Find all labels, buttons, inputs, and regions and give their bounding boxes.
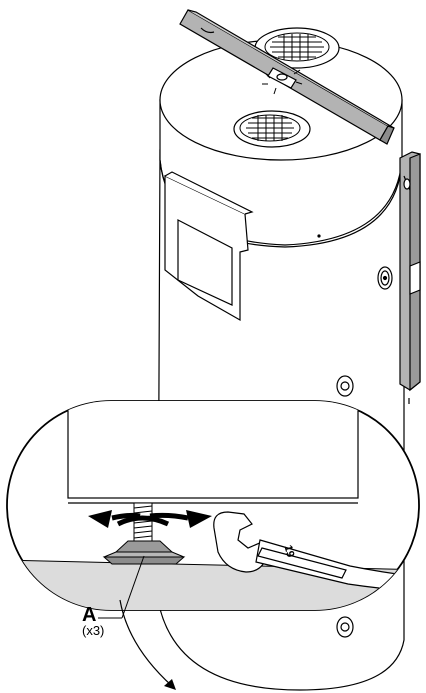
open-end-wrench-icon: 19 <box>213 511 419 593</box>
rim-screw <box>317 234 321 238</box>
side-connector <box>377 266 393 290</box>
spirit-level-vertical-icon <box>399 151 421 404</box>
front-bracket <box>164 171 254 322</box>
air-grille-icon <box>254 27 340 69</box>
wrench-size-marking: 19 <box>281 544 296 559</box>
air-grille-icon <box>233 110 311 148</box>
callout-quantity: (x3) <box>82 623 105 638</box>
zoom-detail: 19 <box>6 400 420 611</box>
callout-label-a: A <box>82 604 97 626</box>
pipe-fitting <box>336 375 354 397</box>
rotation-arrows-icon <box>88 510 212 528</box>
pipe-fitting <box>336 616 354 638</box>
callout-leader <box>98 555 145 619</box>
spirit-level-horizontal-icon <box>179 9 395 145</box>
adjustable-foot-icon <box>102 502 186 565</box>
indicator-mark <box>262 69 303 95</box>
zoom-origin-arrow <box>119 599 176 690</box>
